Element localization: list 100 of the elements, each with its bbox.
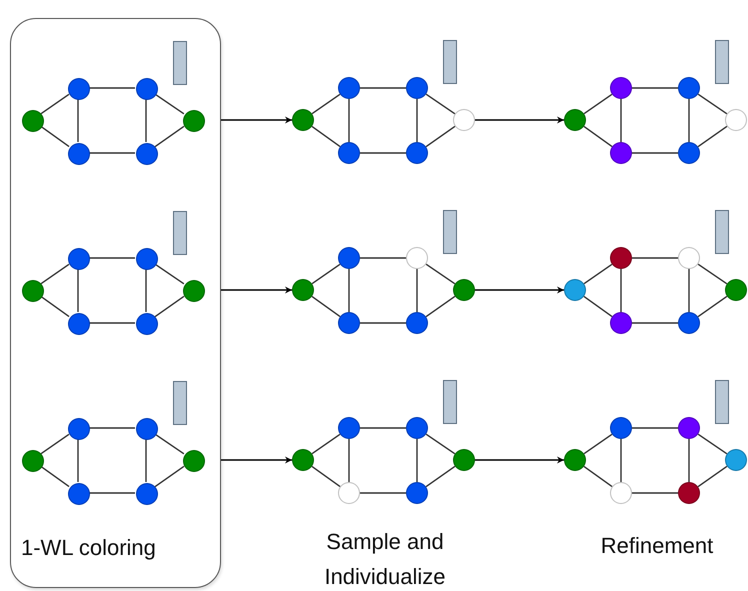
graph-edge [584, 126, 612, 148]
graph-edge [145, 269, 147, 312]
graph-edge [40, 264, 70, 284]
graph-vertex [338, 417, 360, 439]
panel-title: 1-WL coloring [21, 535, 156, 561]
graph-vertex [22, 450, 44, 472]
graph-edge [154, 434, 184, 454]
arrow [221, 116, 292, 124]
graph-edge [89, 87, 135, 89]
graph-vertex [292, 109, 314, 131]
bar-marker [173, 381, 187, 425]
graph-edge [89, 257, 135, 259]
bar-marker [443, 380, 457, 424]
graph-edge [145, 99, 147, 142]
graph-vertex [610, 247, 632, 269]
arrow [475, 116, 564, 124]
graph-edge [360, 257, 406, 259]
graph-vertex [406, 417, 428, 439]
graph-edge [688, 269, 690, 312]
graph-edge [89, 152, 135, 154]
graph-vertex [725, 279, 747, 301]
graph-edge [40, 126, 70, 148]
graph-edge [312, 466, 340, 488]
graph-edge [77, 439, 79, 482]
graph-vertex [136, 483, 158, 505]
graph-vertex [406, 482, 428, 504]
graph-vertex [183, 110, 205, 132]
graph-edge [620, 269, 622, 312]
graph-vertex [610, 312, 632, 334]
graph-vertex [453, 109, 475, 131]
graph-vertex [406, 77, 428, 99]
rounded-panel [10, 18, 221, 588]
graph-vertex [68, 78, 90, 100]
graph-edge [426, 296, 456, 318]
graph-edge [40, 94, 70, 114]
graph-edge [632, 152, 678, 154]
graph-edge [632, 427, 678, 429]
graph-edge [698, 466, 728, 488]
graph-edge [77, 269, 79, 312]
graph-vertex [136, 248, 158, 270]
graph-vertex [136, 78, 158, 100]
graph-vertex [68, 313, 90, 335]
graph-vertex [564, 449, 586, 471]
graph-edge [632, 87, 678, 89]
graph-vertex [564, 109, 586, 131]
graph-edge [89, 322, 135, 324]
graph-edge [584, 434, 612, 454]
graph-edge [89, 492, 135, 494]
graph-edge [688, 99, 690, 142]
graph-vertex [678, 142, 700, 164]
graph-vertex [610, 417, 632, 439]
column-caption: Refinement [600, 532, 714, 560]
graph-edge [40, 434, 70, 454]
column-caption: Sample and Individualize [323, 528, 447, 591]
graph-edge [348, 269, 350, 312]
graph-edge [426, 126, 456, 148]
graph-edge [312, 434, 340, 454]
graph-edge [620, 99, 622, 142]
graph-edge [698, 434, 728, 454]
graph-edge [312, 126, 340, 148]
graph-edge [632, 492, 678, 494]
graph-vertex [68, 248, 90, 270]
graph-vertex [564, 279, 586, 301]
graph-vertex [68, 143, 90, 165]
graph-edge [40, 466, 70, 488]
graph-vertex [725, 109, 747, 131]
graph-edge [360, 322, 406, 324]
graph-edge [688, 439, 690, 482]
graph-edge [40, 296, 70, 318]
graph-edge [698, 296, 728, 318]
graph-edge [360, 492, 406, 494]
graph-edge [312, 94, 340, 114]
arrow [475, 456, 564, 464]
graph-edge [698, 126, 728, 148]
graph-edge [426, 434, 456, 454]
graph-vertex [453, 279, 475, 301]
graph-vertex [136, 313, 158, 335]
graph-edge [426, 466, 456, 488]
graph-edge [312, 264, 340, 284]
graph-edge [89, 427, 135, 429]
graph-edge [154, 296, 184, 318]
graph-vertex [338, 312, 360, 334]
graph-edge [416, 99, 418, 142]
graph-vertex [136, 418, 158, 440]
graph-vertex [22, 110, 44, 132]
bar-marker [173, 41, 187, 85]
graph-edge [584, 466, 612, 488]
graph-edge [154, 94, 184, 114]
graph-edge [632, 322, 678, 324]
graph-edge [584, 94, 612, 114]
graph-edge [154, 264, 184, 284]
graph-vertex [610, 142, 632, 164]
graph-vertex [678, 482, 700, 504]
graph-edge [145, 439, 147, 482]
graph-edge [416, 269, 418, 312]
arrow [475, 286, 564, 294]
graph-edge [360, 152, 406, 154]
graph-edge [698, 94, 728, 114]
graph-vertex [610, 482, 632, 504]
graph-edge [620, 439, 622, 482]
